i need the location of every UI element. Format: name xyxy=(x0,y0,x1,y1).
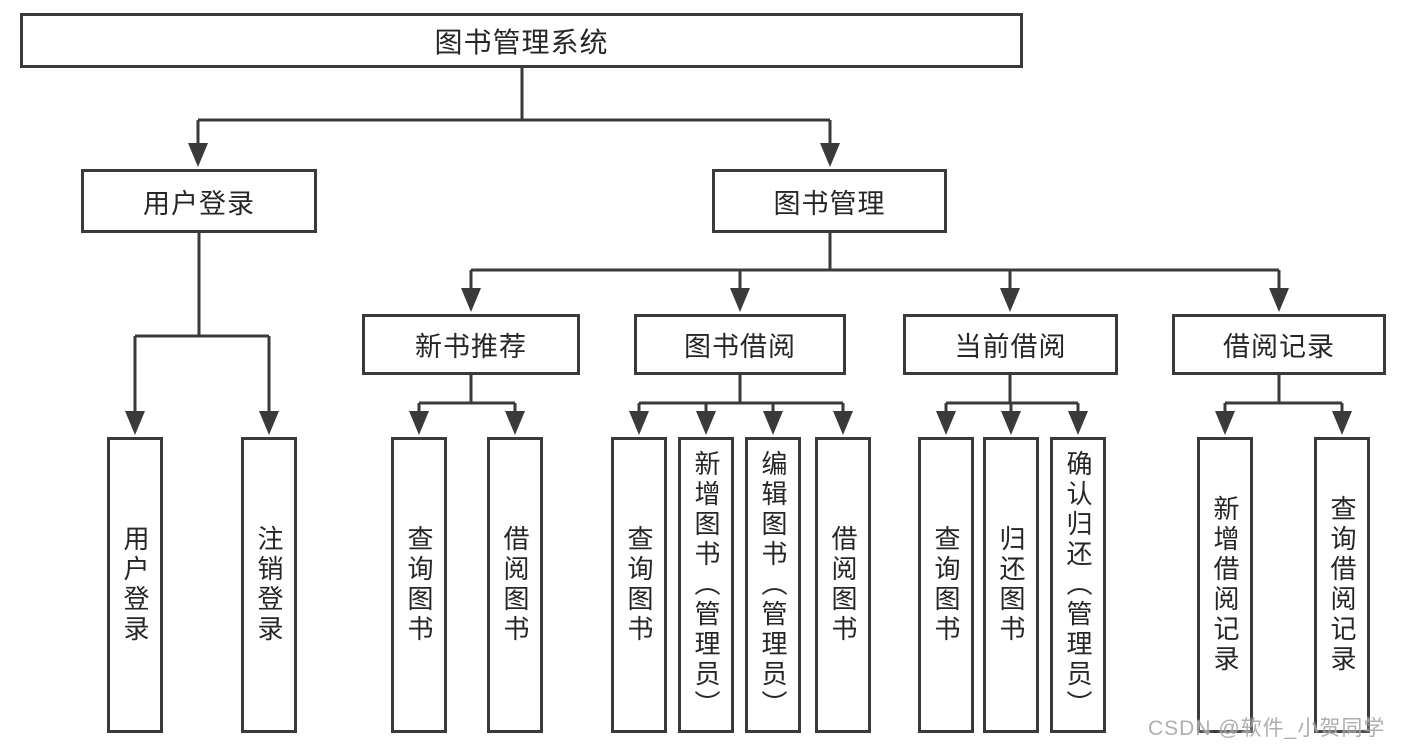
node-book-management: 图书管理 xyxy=(712,169,947,233)
leaf-query-books-3: 查询图书 xyxy=(918,437,974,733)
leaf-return-books: 归还图书 xyxy=(983,437,1039,733)
leaf-query-books-1: 查询图书 xyxy=(391,437,447,733)
leaf-query-books-2-label: 查询图书 xyxy=(624,525,654,645)
leaf-borrow-books-2: 借阅图书 xyxy=(815,437,871,733)
leaf-edit-book-admin-label: 编辑图书（管理员） xyxy=(758,450,788,720)
leaf-logout: 注销登录 xyxy=(241,437,297,733)
leaf-query-borrow-record: 查询借阅记录 xyxy=(1314,437,1370,733)
leaf-query-books-2: 查询图书 xyxy=(611,437,667,733)
leaf-borrow-books-2-label: 借阅图书 xyxy=(828,525,858,645)
node-current-borrow: 当前借阅 xyxy=(903,314,1118,375)
leaf-add-borrow-record-label: 新增借阅记录 xyxy=(1210,495,1240,675)
node-borrow-records: 借阅记录 xyxy=(1172,314,1386,375)
node-new-book-recommend: 新书推荐 xyxy=(362,314,580,375)
node-book-borrow-label: 图书借阅 xyxy=(684,332,796,362)
leaf-borrow-books-1-label: 借阅图书 xyxy=(500,525,530,645)
leaf-confirm-return-admin: 确认归还（管理员） xyxy=(1050,437,1106,733)
node-new-book-recommend-label: 新书推荐 xyxy=(415,332,527,362)
leaf-edit-book-admin: 编辑图书（管理员） xyxy=(745,437,801,733)
leaf-logout-label: 注销登录 xyxy=(254,525,284,645)
leaf-user-login-label: 用户登录 xyxy=(120,525,150,645)
leaf-add-book-admin-label: 新增图书（管理员） xyxy=(691,450,721,720)
leaf-add-borrow-record: 新增借阅记录 xyxy=(1197,437,1253,733)
csdn-watermark: CSDN @软件_小贺同学 xyxy=(1148,717,1386,740)
node-current-borrow-label: 当前借阅 xyxy=(954,332,1067,362)
node-root-system-label: 图书管理系统 xyxy=(434,26,609,58)
node-book-borrow: 图书借阅 xyxy=(634,314,846,375)
node-user-login: 用户登录 xyxy=(81,169,317,233)
leaf-query-books-1-label: 查询图书 xyxy=(404,525,434,645)
node-borrow-records-label: 借阅记录 xyxy=(1223,332,1335,362)
leaf-query-borrow-record-label: 查询借阅记录 xyxy=(1327,495,1357,675)
leaf-query-books-3-label: 查询图书 xyxy=(931,525,961,645)
leaf-add-book-admin: 新增图书（管理员） xyxy=(678,437,734,733)
node-root-system: 图书管理系统 xyxy=(20,13,1023,68)
node-user-login-label: 用户登录 xyxy=(143,188,255,219)
node-book-management-label: 图书管理 xyxy=(773,188,886,219)
leaf-confirm-return-admin-label: 确认归还（管理员） xyxy=(1063,450,1093,720)
leaf-return-books-label: 归还图书 xyxy=(996,525,1026,645)
leaf-user-login: 用户登录 xyxy=(107,437,163,733)
leaf-borrow-books-1: 借阅图书 xyxy=(487,437,543,733)
